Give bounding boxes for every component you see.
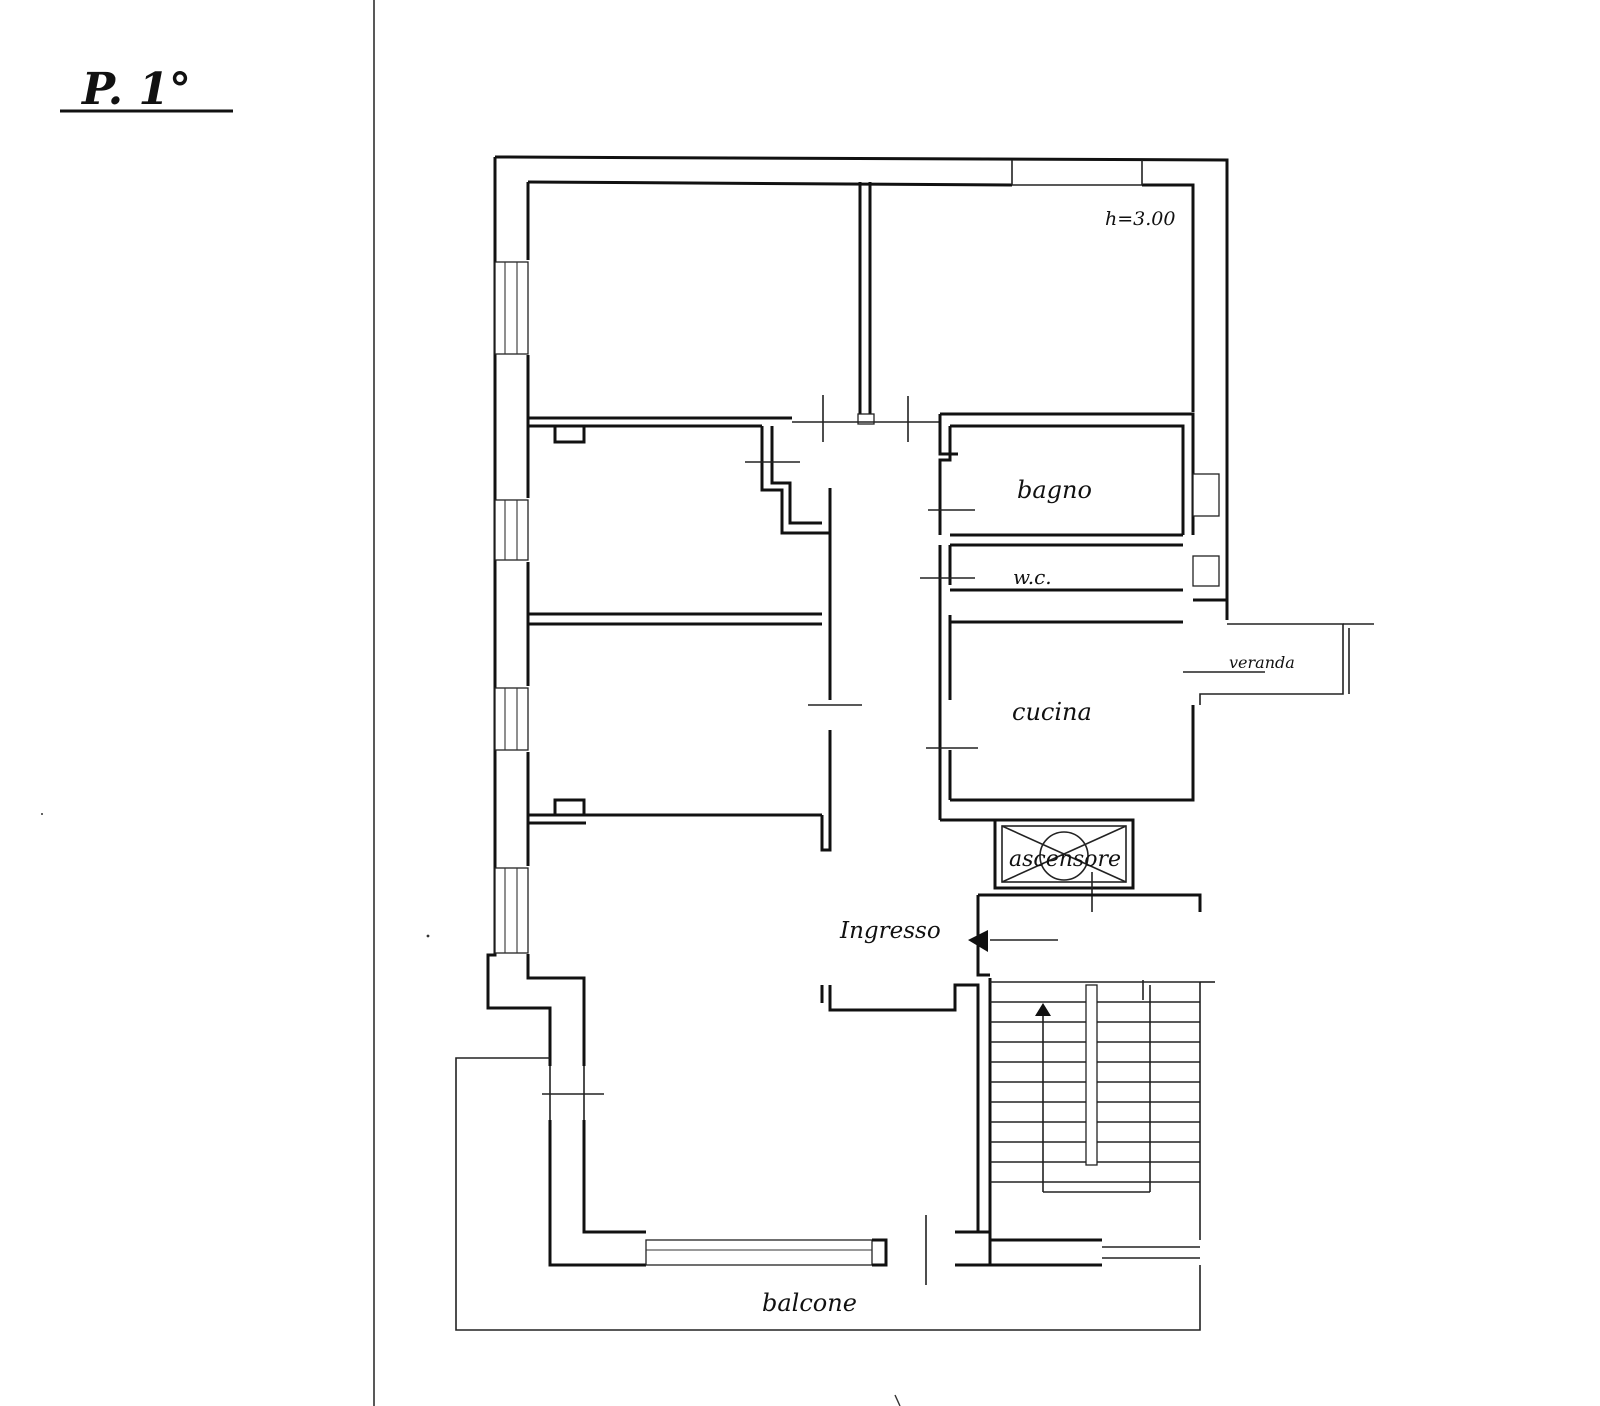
label-cucina: cucina <box>1012 698 1092 726</box>
window-left-3 <box>494 687 529 751</box>
room-labels: h=3.00 bagno w.c. cucina veranda ascenso… <box>762 208 1295 1317</box>
window-left-1 <box>494 261 529 355</box>
label-bagno: bagno <box>1017 476 1092 504</box>
staircase <box>990 980 1215 1240</box>
window-bottom <box>645 1239 873 1266</box>
veranda-outline <box>1199 623 1344 705</box>
window-left-2 <box>494 499 529 561</box>
label-ascensore: ascensore <box>1009 847 1121 872</box>
balcony-outline <box>455 1057 1201 1331</box>
window-left-4 <box>494 867 529 954</box>
height-note: h=3.00 <box>1105 208 1175 230</box>
interior-walls <box>528 182 1374 1232</box>
label-veranda: veranda <box>1229 653 1295 672</box>
label-ingresso: Ingresso <box>839 918 941 944</box>
label-balcone: balcone <box>762 1289 857 1317</box>
window-right-2 <box>1192 555 1220 587</box>
floor-title: P. 1° <box>60 64 233 115</box>
floor-title-text: P. 1° <box>80 64 191 115</box>
window-right-1 <box>1192 473 1220 517</box>
elevator-box <box>993 818 1135 890</box>
label-wc: w.c. <box>1013 565 1052 589</box>
exterior-walls <box>486 155 1229 1285</box>
